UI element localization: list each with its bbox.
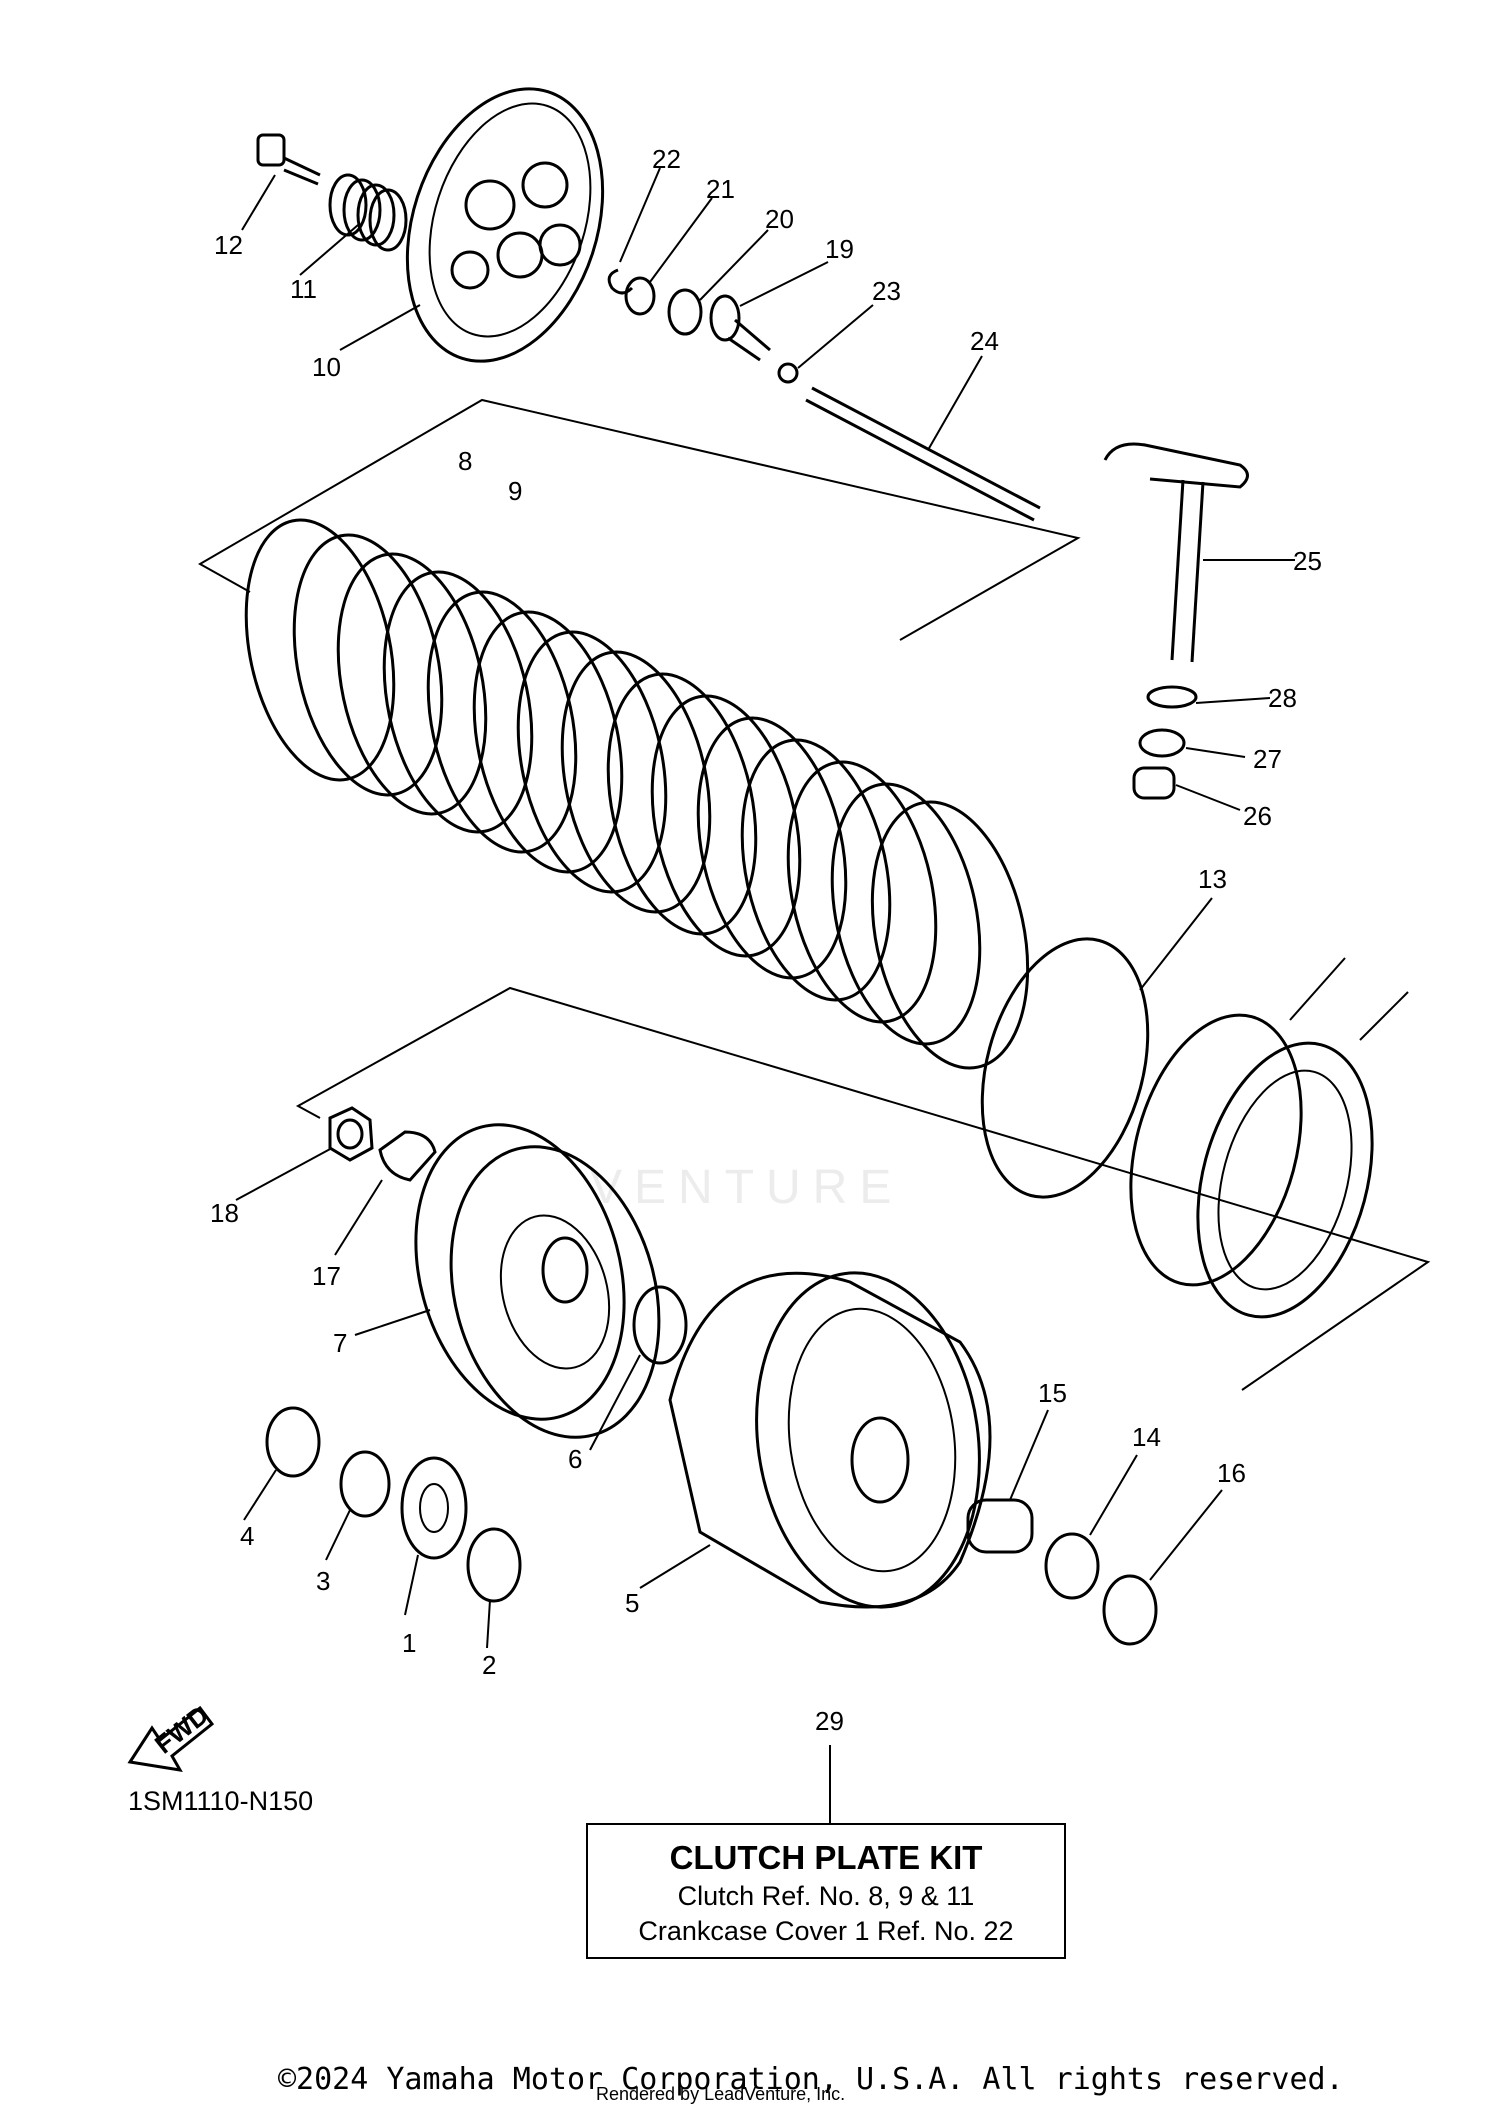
callout-10: 10 [312,352,341,382]
clutch-boss-part-7 [414,1123,661,1439]
diagram-code: 1SM1110-N150 [128,1786,314,1816]
small-parts-19-23 [607,268,799,384]
callout-29: 29 [815,1706,844,1736]
push-rod-part-24 [805,386,1041,522]
callout-5: 5 [625,1588,639,1618]
callout-2: 2 [482,1650,496,1680]
callout-24: 24 [970,326,999,356]
callout-9: 9 [508,476,522,506]
small-gear-parts-1-4 [265,1406,522,1603]
o-ring-part-13 [980,937,1150,1199]
pressure-plate-part-10 [405,87,605,363]
callout-8: 8 [458,446,472,476]
washer-part-6 [632,1285,688,1365]
callout-11: 11 [290,274,317,304]
callout-19: 19 [825,234,854,264]
push-lever-shaft-part-25 [1103,442,1249,663]
parts-26-28 [1132,685,1198,800]
kit-title: CLUTCH PLATE KIT [669,1839,983,1876]
watermark-text: VENTURE [590,1161,904,1214]
callout-17: 17 [312,1261,341,1291]
callout-3: 3 [316,1566,330,1596]
plate-stack-frame [197,398,1081,641]
loose-plates-8-9 [1129,1013,1374,1319]
bearing-parts-14-16 [966,1498,1158,1646]
callout-28: 28 [1268,683,1297,713]
callout-6: 6 [568,1444,582,1474]
callout-12: 12 [214,230,243,260]
bolt-part-12 [256,133,321,186]
rendered-by-credit: Rendered by LeadVenture, Inc. [596,2084,846,2104]
kit-line-1: Clutch Ref. No. 8, 9 & 11 [677,1881,975,1911]
callout-22: 22 [652,144,681,174]
callout-4: 4 [240,1521,254,1551]
spring-part-11 [328,173,408,252]
callout-23: 23 [872,276,901,306]
callout-labels: 1 2 3 4 5 6 7 8 9 10 11 12 13 14 15 16 1… [210,144,1322,1736]
callout-15: 15 [1038,1378,1067,1408]
clutch-plate-stack [244,518,1030,1070]
kit-line-2: Crankcase Cover 1 Ref. No. 22 [638,1916,1014,1946]
basket-frame [295,986,1431,1391]
callout-26: 26 [1243,801,1272,831]
clutch-housing-part-5 [668,1271,992,1609]
nut-washer-17-18 [328,1106,437,1182]
copyright-notice: ©2024 Yamaha Motor Corporation, U.S.A. A… [278,2062,1344,2097]
callout-1: 1 [402,1628,416,1658]
callout-20: 20 [765,204,794,234]
callout-25: 25 [1293,546,1322,576]
fwd-arrow-icon: FWD [127,1699,214,1772]
leader-lines [235,167,1409,1649]
callout-21: 21 [706,174,735,204]
callout-13: 13 [1198,864,1227,894]
callout-18: 18 [210,1198,239,1228]
callout-16: 16 [1217,1458,1246,1488]
callout-7: 7 [333,1328,347,1358]
callout-14: 14 [1132,1422,1161,1452]
callout-27: 27 [1253,744,1282,774]
fwd-label: FWD [149,1699,214,1759]
clutch-plate-kit-box: CLUTCH PLATE KIT Clutch Ref. No. 8, 9 & … [586,1823,1066,1959]
